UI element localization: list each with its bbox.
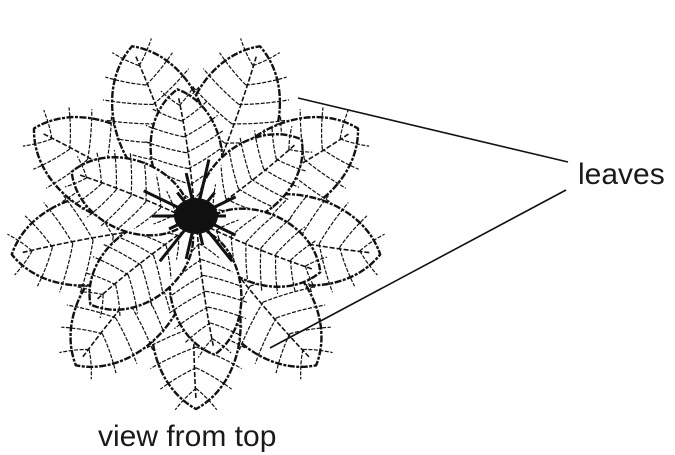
leaves-label: leaves bbox=[578, 158, 665, 192]
figure-caption: view from top bbox=[98, 420, 276, 454]
